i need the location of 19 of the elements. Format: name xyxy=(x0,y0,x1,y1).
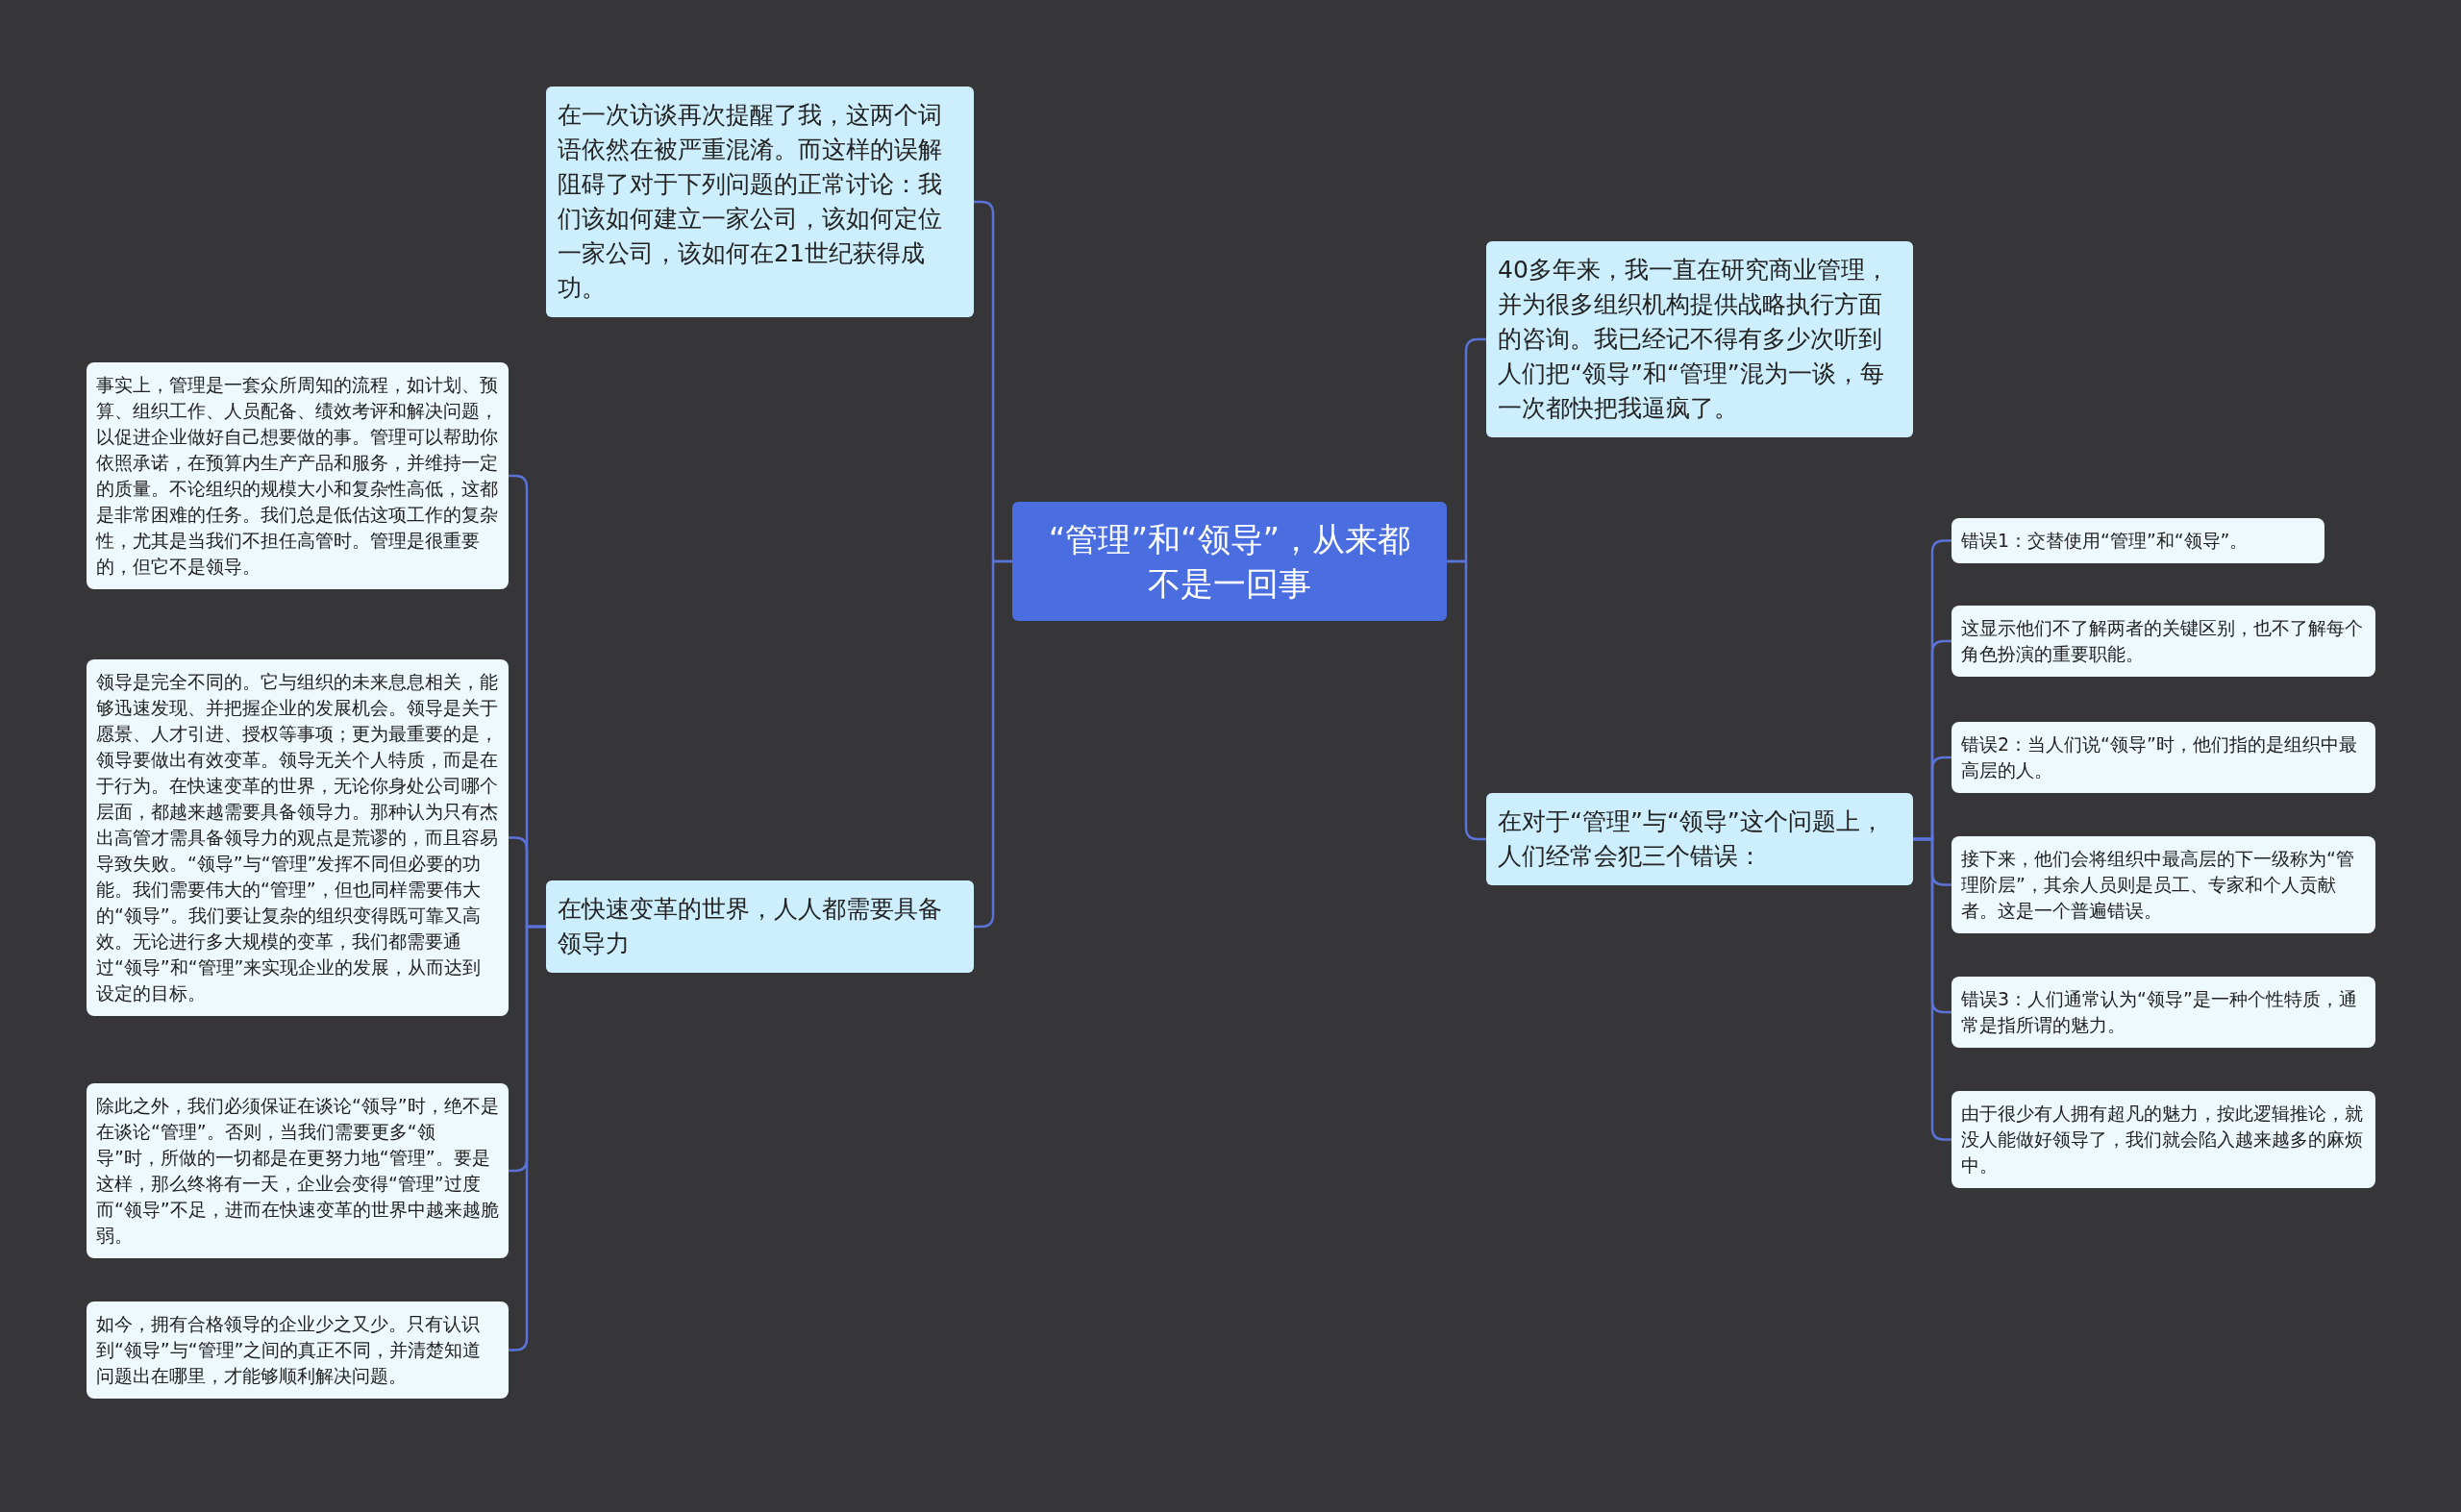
topic-box: 在对于“管理”与“领导”这个问题上，人们经常会犯三个错误： xyxy=(1486,793,1913,885)
topic-box: 在一次访谈再次提醒了我，这两个词语依然在被严重混淆。而这样的误解阻碍了对于下列问题的正常讨论：我们该如何建立一家公司，该如何定位一家公司，该如何在21世纪获得成功。 xyxy=(546,87,974,317)
topic-box: 在快速变革的世界，人人都需要具备领导力 xyxy=(546,880,974,973)
connector-line xyxy=(974,559,1012,929)
connector-line xyxy=(1447,559,1486,841)
subtopic-box: 错误3：人们通常认为“领导”是一种个性特质，通常是指所谓的魅力。 xyxy=(1951,977,2375,1048)
subtopic-box: 错误1：交替使用“管理”和“领导”。 xyxy=(1951,518,2324,563)
subtopic-box: 接下来，他们会将组织中最高层的下一级称为“管理阶层”，其余人员则是员工、专家和个人贡献者。这是一个普遍错误。 xyxy=(1951,836,2375,933)
topic-box: 40多年来，我一直在研究商业管理，并为很多组织机构提供战略执行方面的咨询。我已经记不得有多少次听到人们把“领导”和“管理”混为一谈，每一次都快把我逼疯了。 xyxy=(1486,241,1913,437)
subtopic-box: 错误2：当人们说“领导”时，他们指的是组织中最高层的人。 xyxy=(1951,722,2375,793)
subtopic-box: 这显示他们不了解两者的关键区别，也不了解每个角色扮演的重要职能。 xyxy=(1951,606,2375,677)
connector-line xyxy=(509,925,546,1351)
subtopic-box: 由于很少有人拥有超凡的魅力，按此逻辑推论，就没人能做好领导了，我们就会陷入越来越多的麻烦中。 xyxy=(1951,1091,2375,1188)
subtopic-box: 事实上，管理是一套众所周知的流程，如计划、预算、组织工作、人员配备、绩效考评和解决问题，以促进企业做好自己想要做的事。管理可以帮助你依照承诺，在预算内生产产品和服务，并维持一定的质量。不论组织的规模大小和复杂性高低，这都是非常困难的任务。我们总是低估这项工作的复杂性，尤其是当我们不担任高管时。管理是很重要的，但它不是领导。 xyxy=(87,362,509,589)
central-topic: “管理”和“领导”，从来都不是一回事 xyxy=(1012,502,1447,621)
subtopic-box: 领导是完全不同的。它与组织的未来息息相关，能够迅速发现、并把握企业的发展机会。领导是关于愿景、人才引进、授权等事项；更为最重要的是，领导要做出有效变革。领导无关个人特质，而是在于行为。在快速变革的世界，无论你身处公司哪个层面，都越来越需要具备领导力。那种认为只有杰出高管才需具备领导力的观点是荒谬的，而且容易导致失败。“领导”与“管理”发挥不同但必要的功能。我们需要伟大的“管理”，但也同样需要伟大的“领导”。我们要让复杂的组织变得既可靠又高效。无论进行多大规模的变革，我们都需要通过“领导”和“管理”来实现企业的发展，从而达到设定的目标。 xyxy=(87,659,509,1016)
connector-line xyxy=(1913,837,1951,1141)
subtopic-box: 如今，拥有合格领导的企业少之又少。只有认识到“领导”与“管理”之间的真正不同，并清楚知道问题出在哪里，才能够顺利解决问题。 xyxy=(87,1301,509,1399)
subtopic-box: 除此之外，我们必须保证在谈论“领导”时，绝不是在谈论“管理”。否则，当我们需要更多“领导”时，所做的一切都是在更努力地“管理”。要是这样，那么终将有一天，企业会变得“管理”过度而“领导”不足，进而在快速变革的世界中越来越脆弱。 xyxy=(87,1083,509,1258)
